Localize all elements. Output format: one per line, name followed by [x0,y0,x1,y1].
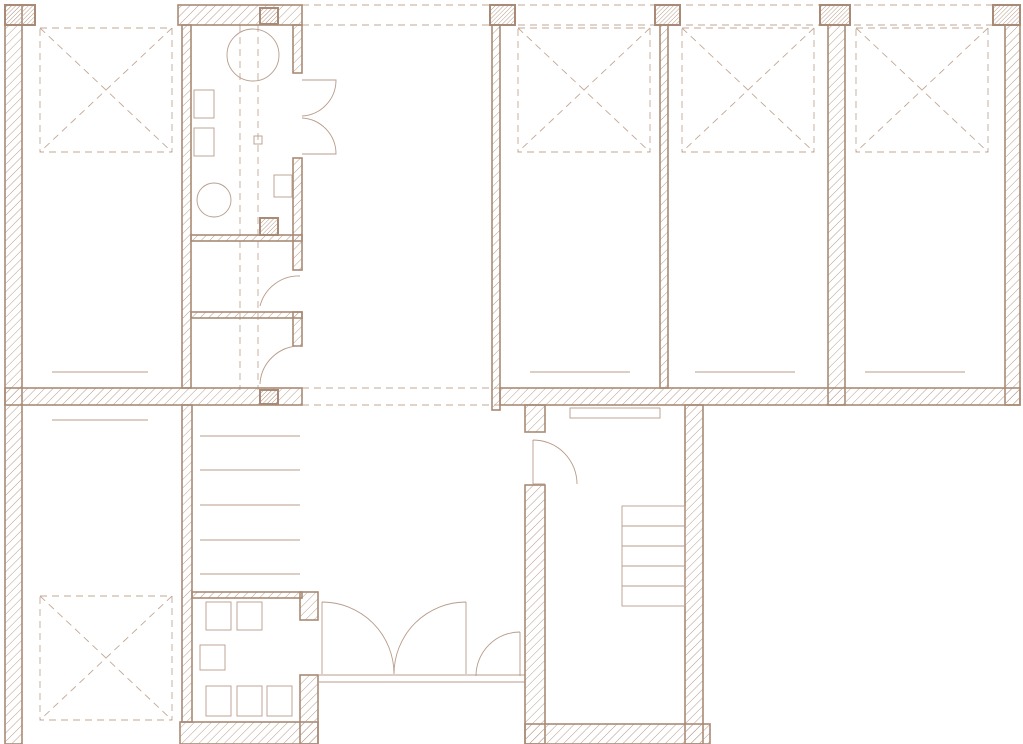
garages-right [489,4,1021,411]
exterior-walls [4,4,319,744]
wc-block [190,24,337,385]
entrance [318,601,525,683]
bike-room [191,435,303,717]
stair-core [524,404,711,744]
grid-lines [239,4,1020,406]
garage-left [39,27,173,721]
